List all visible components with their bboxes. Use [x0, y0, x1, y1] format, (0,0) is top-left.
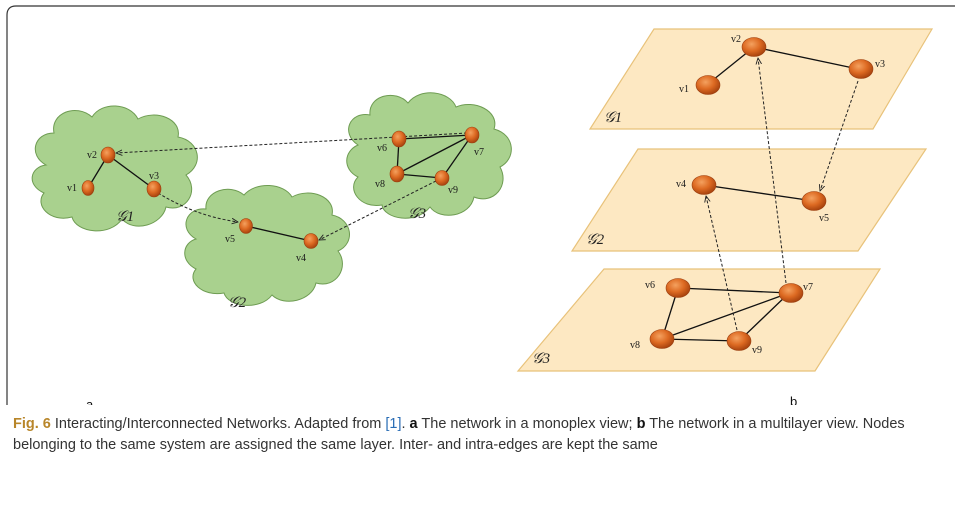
- label-b-v1: v1: [679, 84, 689, 95]
- layer-label-g3: 𝒢3: [532, 351, 550, 367]
- node-b-v8: [649, 329, 675, 349]
- node-b-v6: [665, 278, 691, 298]
- panel-label-a: a: [86, 397, 94, 405]
- caption-text-4: The network in a multilayer view. Nodes …: [13, 416, 905, 453]
- layer-planes: [516, 28, 934, 372]
- node-b-v2: [741, 37, 767, 57]
- figure-frame: v2 v1 v3 v5 v4 v6 v7 v8 v9 𝒢1 𝒢2 𝒢3 a: [6, 5, 955, 506]
- label-a-v7: v7: [474, 147, 484, 158]
- layer-label-g1: 𝒢1: [604, 110, 622, 126]
- label-b-v2: v2: [731, 34, 741, 45]
- frame-border: [6, 5, 955, 405]
- node-a-v3: [146, 180, 162, 198]
- graph-label-a-g1: 𝒢1: [116, 209, 134, 225]
- caption-text-2: .: [401, 416, 410, 432]
- node-a-v7: [464, 126, 480, 144]
- node-b-v4: [691, 175, 717, 195]
- label-a-v2: v2: [87, 150, 97, 161]
- label-a-v9: v9: [448, 185, 458, 196]
- node-b-v5: [801, 191, 827, 211]
- label-a-v5: v5: [225, 234, 235, 245]
- layer-label-g2: 𝒢2: [586, 232, 605, 248]
- caption-part-a-label: a: [409, 416, 418, 432]
- label-b-v7: v7: [803, 282, 813, 293]
- panel-b-node-labels: v2 v1 v3 v4 v5 v6 v7 v8 v9: [630, 34, 885, 356]
- label-a-v8: v8: [375, 179, 385, 190]
- panel-a-inter-edges: [116, 132, 468, 240]
- label-b-v6: v6: [645, 280, 655, 291]
- figure-caption: Fig. 6 Interacting/Interconnected Networ…: [13, 414, 948, 456]
- label-b-v4: v4: [676, 179, 686, 190]
- caption-fig-label: Fig. 6: [13, 416, 51, 432]
- layer-plane-g2: [570, 148, 928, 252]
- graph-label-a-g2: 𝒢2: [228, 295, 247, 311]
- label-a-v1: v1: [67, 183, 77, 194]
- panel-label-b: b: [790, 394, 797, 405]
- label-b-v8: v8: [630, 340, 640, 351]
- cloud-g2: [184, 185, 350, 306]
- node-a-v9: [434, 170, 450, 186]
- graph-label-a-g3: 𝒢3: [408, 206, 426, 222]
- panel-a-nodes: [81, 126, 480, 249]
- label-a-v3: v3: [149, 171, 159, 182]
- cloud-g3: [346, 92, 512, 219]
- label-b-v9: v9: [752, 345, 762, 356]
- panel-a: v2 v1 v3 v5 v4 v6 v7 v8 v9 𝒢1 𝒢2 𝒢3 a: [31, 92, 512, 405]
- caption-text-1: Interacting/Interconnected Networks. Ada…: [50, 416, 386, 432]
- label-b-v5: v5: [819, 213, 829, 224]
- label-a-v4: v4: [296, 253, 306, 264]
- caption-part-b-label: b: [636, 416, 646, 432]
- node-a-v4: [303, 233, 319, 249]
- layer-plane-g3: [516, 268, 882, 372]
- node-b-v9: [726, 331, 752, 351]
- cloud-g1: [31, 105, 198, 232]
- figure-diagram: v2 v1 v3 v5 v4 v6 v7 v8 v9 𝒢1 𝒢2 𝒢3 a: [6, 5, 955, 405]
- node-b-v7: [778, 283, 804, 303]
- caption-reference-link[interactable]: [1]: [385, 416, 402, 432]
- node-b-v1: [695, 75, 721, 95]
- label-b-v3: v3: [875, 59, 885, 70]
- panel-b-nodes: [649, 37, 874, 351]
- panel-a-node-labels: v2 v1 v3 v5 v4 v6 v7 v8 v9: [67, 143, 484, 264]
- node-a-v2: [100, 146, 116, 164]
- node-a-v5: [239, 218, 253, 234]
- label-a-v6: v6: [377, 143, 387, 154]
- node-a-v6: [391, 130, 407, 148]
- node-a-v1: [81, 180, 95, 196]
- caption-text-3: The network in a monoplex view;: [417, 416, 637, 432]
- panel-b: v2 v1 v3 v4 v5 v6 v7 v8 v9 𝒢1 𝒢2 𝒢3 b: [516, 28, 934, 405]
- panel-b-inter-edges: [706, 58, 859, 331]
- node-b-v3: [848, 59, 874, 79]
- node-a-v8: [389, 165, 405, 183]
